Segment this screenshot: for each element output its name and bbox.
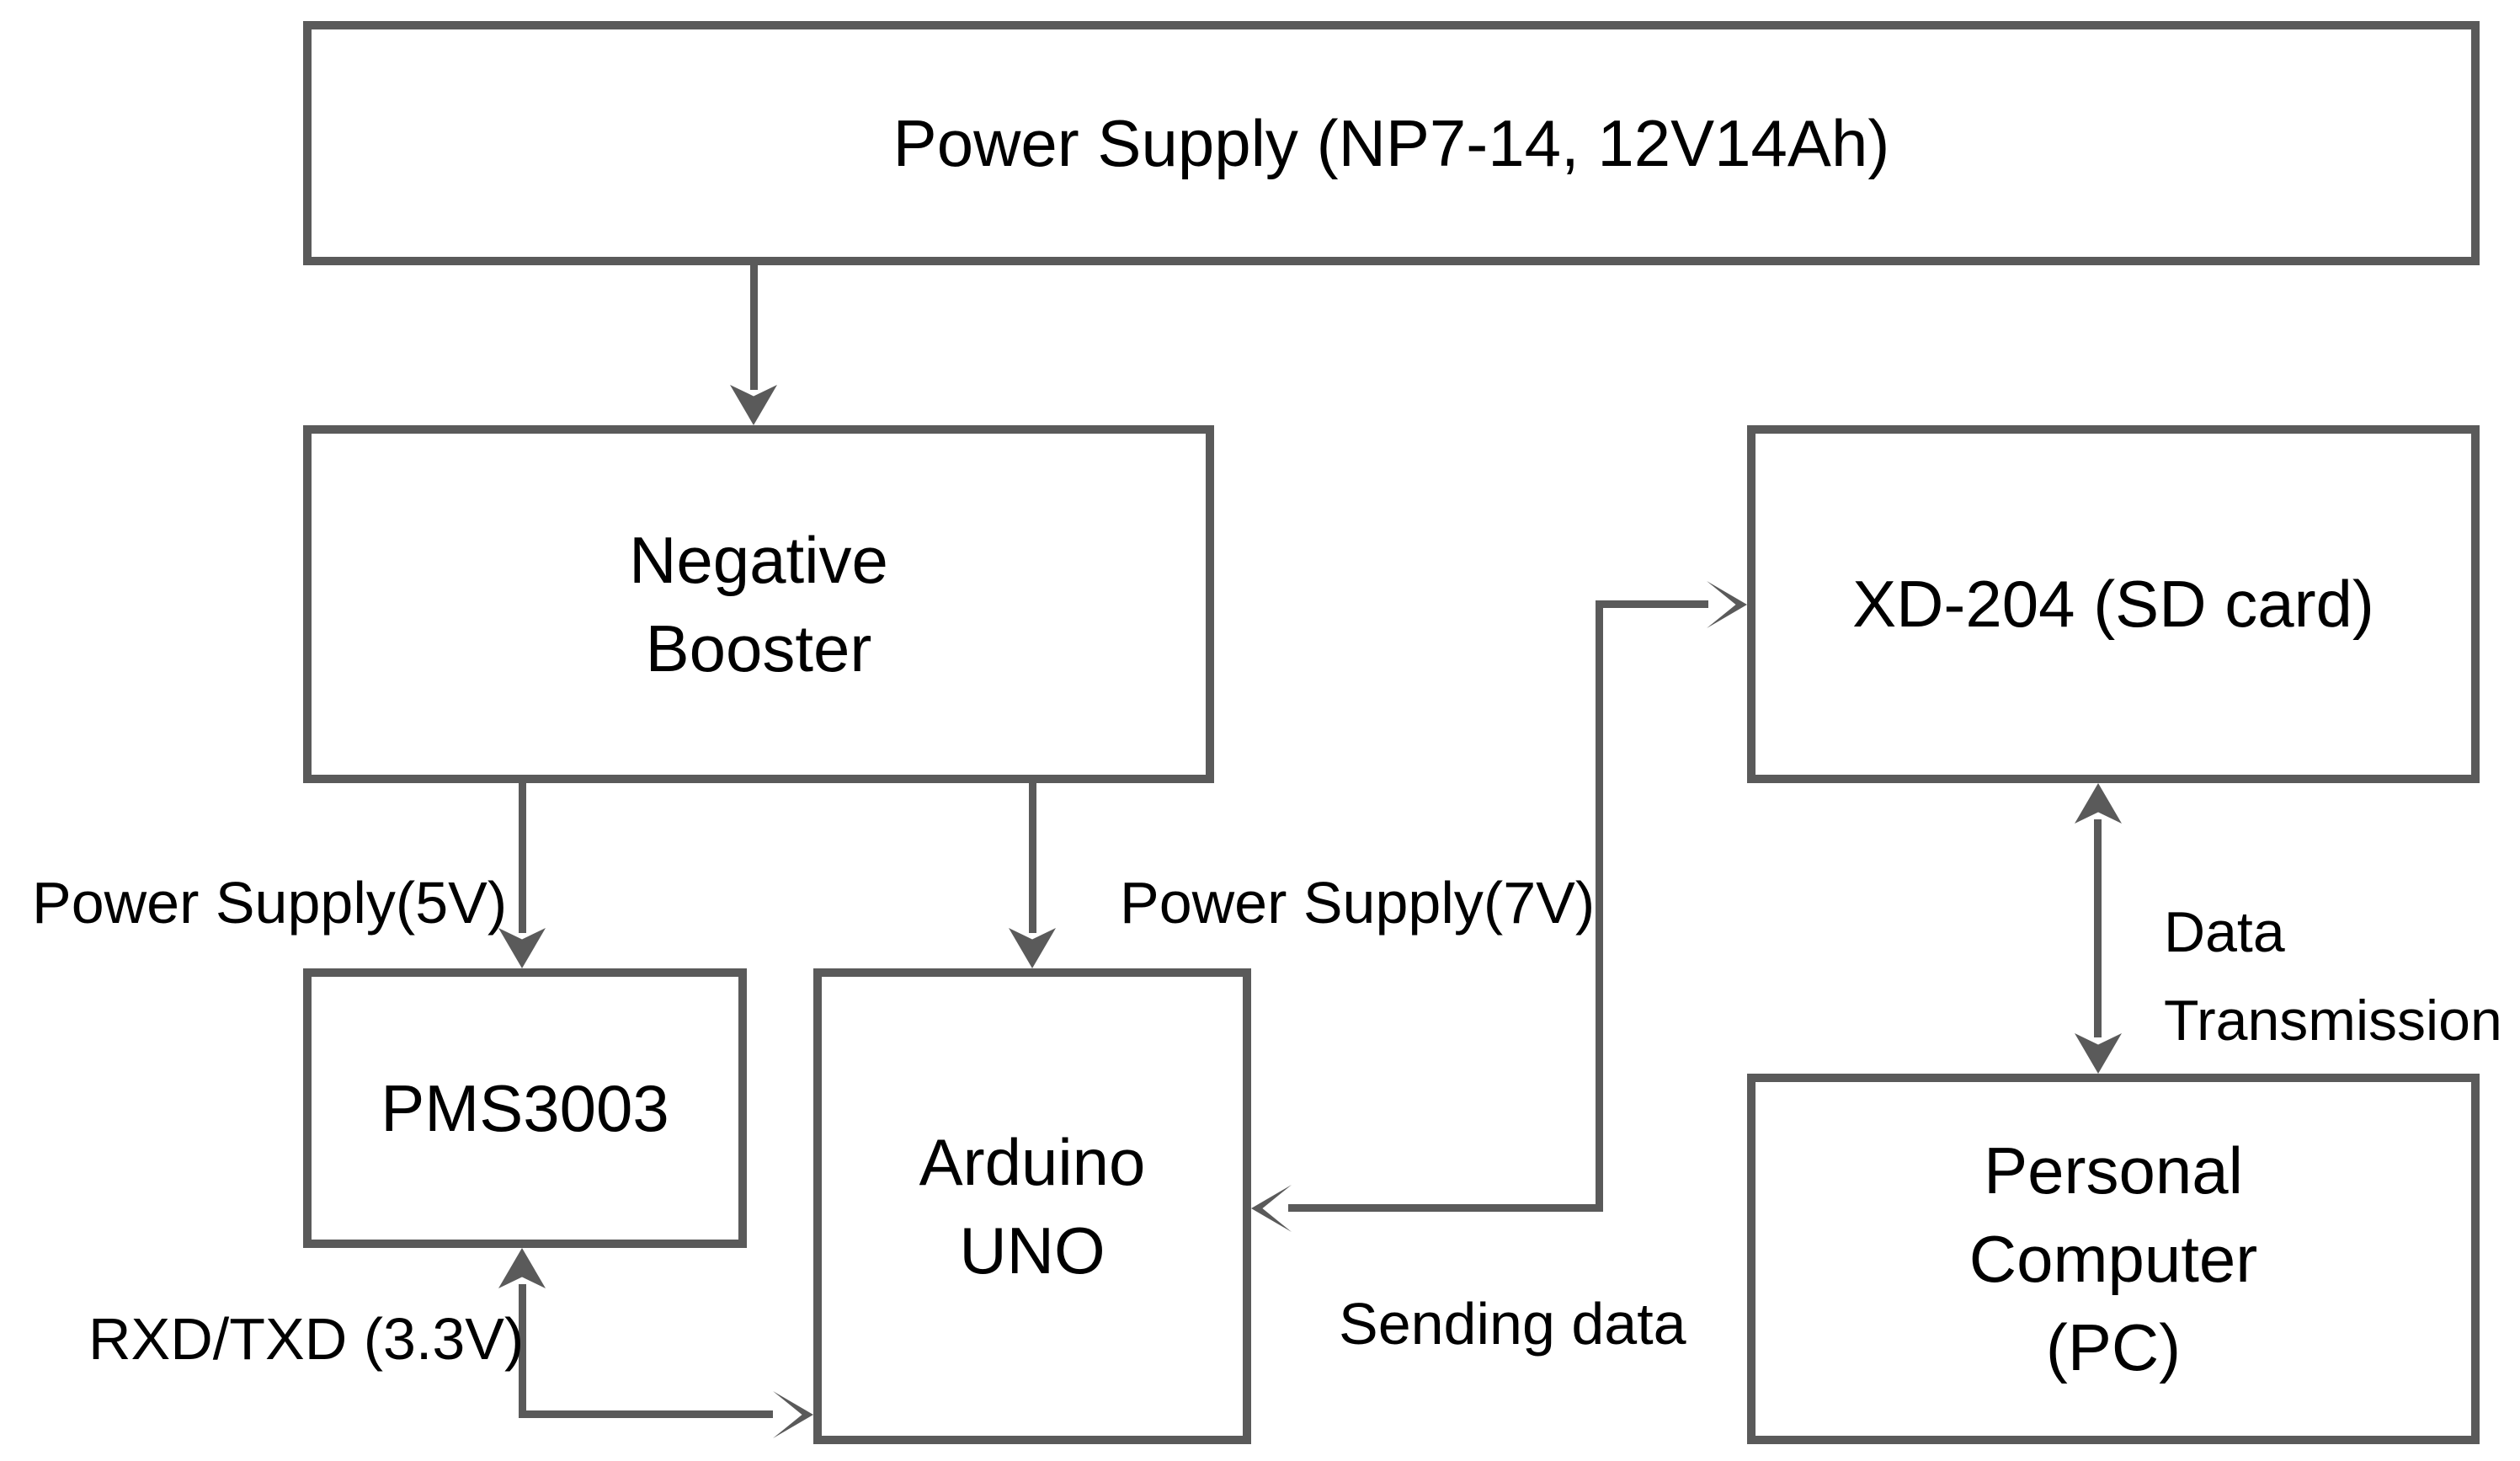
node-pms3003-label: PMS3003: [381, 1070, 669, 1145]
node-power-supply: Power Supply (NP7-14, 12V14Ah): [303, 21, 2480, 265]
node-arduino-uno-label: Arduino UNO: [919, 1124, 1146, 1288]
node-power-supply-label: Power Supply (NP7-14, 12V14Ah): [892, 105, 1890, 180]
connector-data-line-vertical: [1596, 600, 1603, 1212]
arrowhead-down-ps-to-booster: [730, 385, 777, 425]
arrowhead-up-transmission-to-xd204: [2075, 783, 2122, 824]
arrowhead-down-transmission-to-pc: [2075, 1033, 2122, 1074]
node-personal-computer-label: Personal Computer (PC): [1969, 1133, 2258, 1384]
connector-data-line-bottom: [1288, 1204, 1603, 1212]
node-xd204-sd-card: XD-204 (SD card): [1747, 425, 2480, 783]
arrowhead-up-serial-to-pms: [498, 1248, 546, 1288]
edge-label-data-transmission: Data Transmission: [2164, 900, 2502, 1053]
edge-label-power-supply-5v: Power Supply(5V): [32, 870, 508, 936]
arrowhead-right-serial-to-arduino: [773, 1391, 813, 1438]
connector-serial-line-vertical: [519, 1284, 526, 1418]
node-arduino-uno: Arduino UNO: [813, 968, 1251, 1444]
connector-transmission-line: [2094, 819, 2102, 1037]
node-personal-computer: Personal Computer (PC): [1747, 1074, 2480, 1444]
arrowhead-left-data-to-arduino: [1251, 1185, 1292, 1232]
node-pms3003: PMS3003: [303, 968, 747, 1248]
connector-ps-to-booster-line: [750, 264, 758, 390]
connector-serial-line-horizontal: [519, 1410, 773, 1418]
edge-label-power-supply-7v: Power Supply(7V): [1120, 870, 1596, 936]
node-negative-booster: Negative Booster: [303, 425, 1214, 783]
connector-booster-to-pms-line: [519, 781, 526, 933]
node-xd204-label: XD-204 (SD card): [1852, 567, 2374, 641]
connector-data-line-top: [1596, 600, 1708, 608]
arrowhead-down-booster-to-arduino: [1009, 928, 1056, 968]
connector-booster-to-arduino-line: [1029, 781, 1036, 933]
edge-label-sending-data: Sending data: [1339, 1291, 1686, 1357]
edge-label-rxd-txd: RXD/TXD (3.3V): [88, 1306, 525, 1372]
arrowhead-right-data-to-xd204: [1707, 581, 1747, 628]
node-negative-booster-label: Negative Booster: [629, 522, 888, 685]
